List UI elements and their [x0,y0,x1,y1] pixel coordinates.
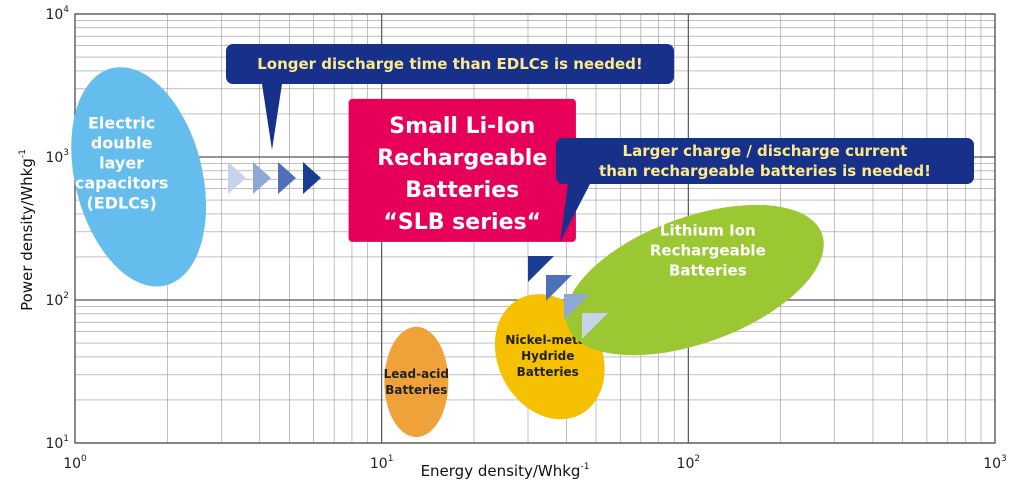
x-tick-label: 101 [370,454,394,472]
region-label: Batteries [405,178,519,203]
region-label: layer [99,153,144,172]
callout-text: Larger charge / discharge current [623,142,908,160]
region-label: Batteries [517,365,579,379]
x-tick-label: 102 [677,454,701,472]
y-tick-label: 102 [45,291,69,309]
x-axis-title: Energy density/Whkg-1 [421,462,590,480]
callout-tail [262,84,282,150]
region-ellipse [565,204,824,356]
arrow-right-icon [278,162,296,194]
region-label: double [91,133,153,152]
callout-text: than rechargeable batteries is needed! [599,162,931,180]
arrow-right-icon [228,162,246,194]
y-axis-title: Power density/Whkg-1 [18,149,36,311]
callout-2: Larger charge / discharge current than re… [556,138,974,242]
region-label: (EDLCs) [86,193,156,212]
callout-box [556,138,974,184]
region-label: capacitors [75,173,169,192]
region-label: Batteries [669,261,747,279]
arrow-diagonal-icon [546,275,572,301]
x-tick-label: 103 [983,454,1007,472]
y-tick-label: 103 [45,148,69,166]
arrow-diagonal-icon [564,294,590,320]
region-label: Nickel-metal [505,333,590,347]
arrow-diagonal-icon [528,256,554,282]
callout-1: Longer discharge time than EDLCs is need… [226,44,674,150]
y-tick-label: 101 [45,434,69,452]
region-box [348,98,576,242]
region-label: Rechargeable [377,146,547,171]
region-ellipse [71,67,207,287]
callout-text: Longer discharge time than EDLCs is need… [257,55,643,73]
arrow-diagonal-icon [582,313,608,339]
region-ellipse [384,326,449,438]
region-label: Lead-acid [384,367,449,381]
region-label: “SLB series“ [383,210,541,235]
y-tick-label: 104 [45,5,69,23]
region-label: Small Li-Ion [389,114,535,139]
region-label: Lithium Ion [660,221,756,239]
region-label: Rechargeable [650,241,766,259]
arrow-right-icon [303,162,321,194]
arrow-right-icon [253,162,271,194]
callout-box [226,44,674,84]
callout-tail [560,184,590,242]
transition-arrows [228,162,608,339]
region-label: Electric [88,113,155,132]
region-label: Batteries [385,383,447,397]
region-label: Hydride [521,349,574,363]
ticks: 100 101 102 103 101 102 103 104 [45,5,1006,472]
x-tick-label: 100 [63,454,87,472]
callouts: Longer discharge time than EDLCs is need… [226,44,974,242]
